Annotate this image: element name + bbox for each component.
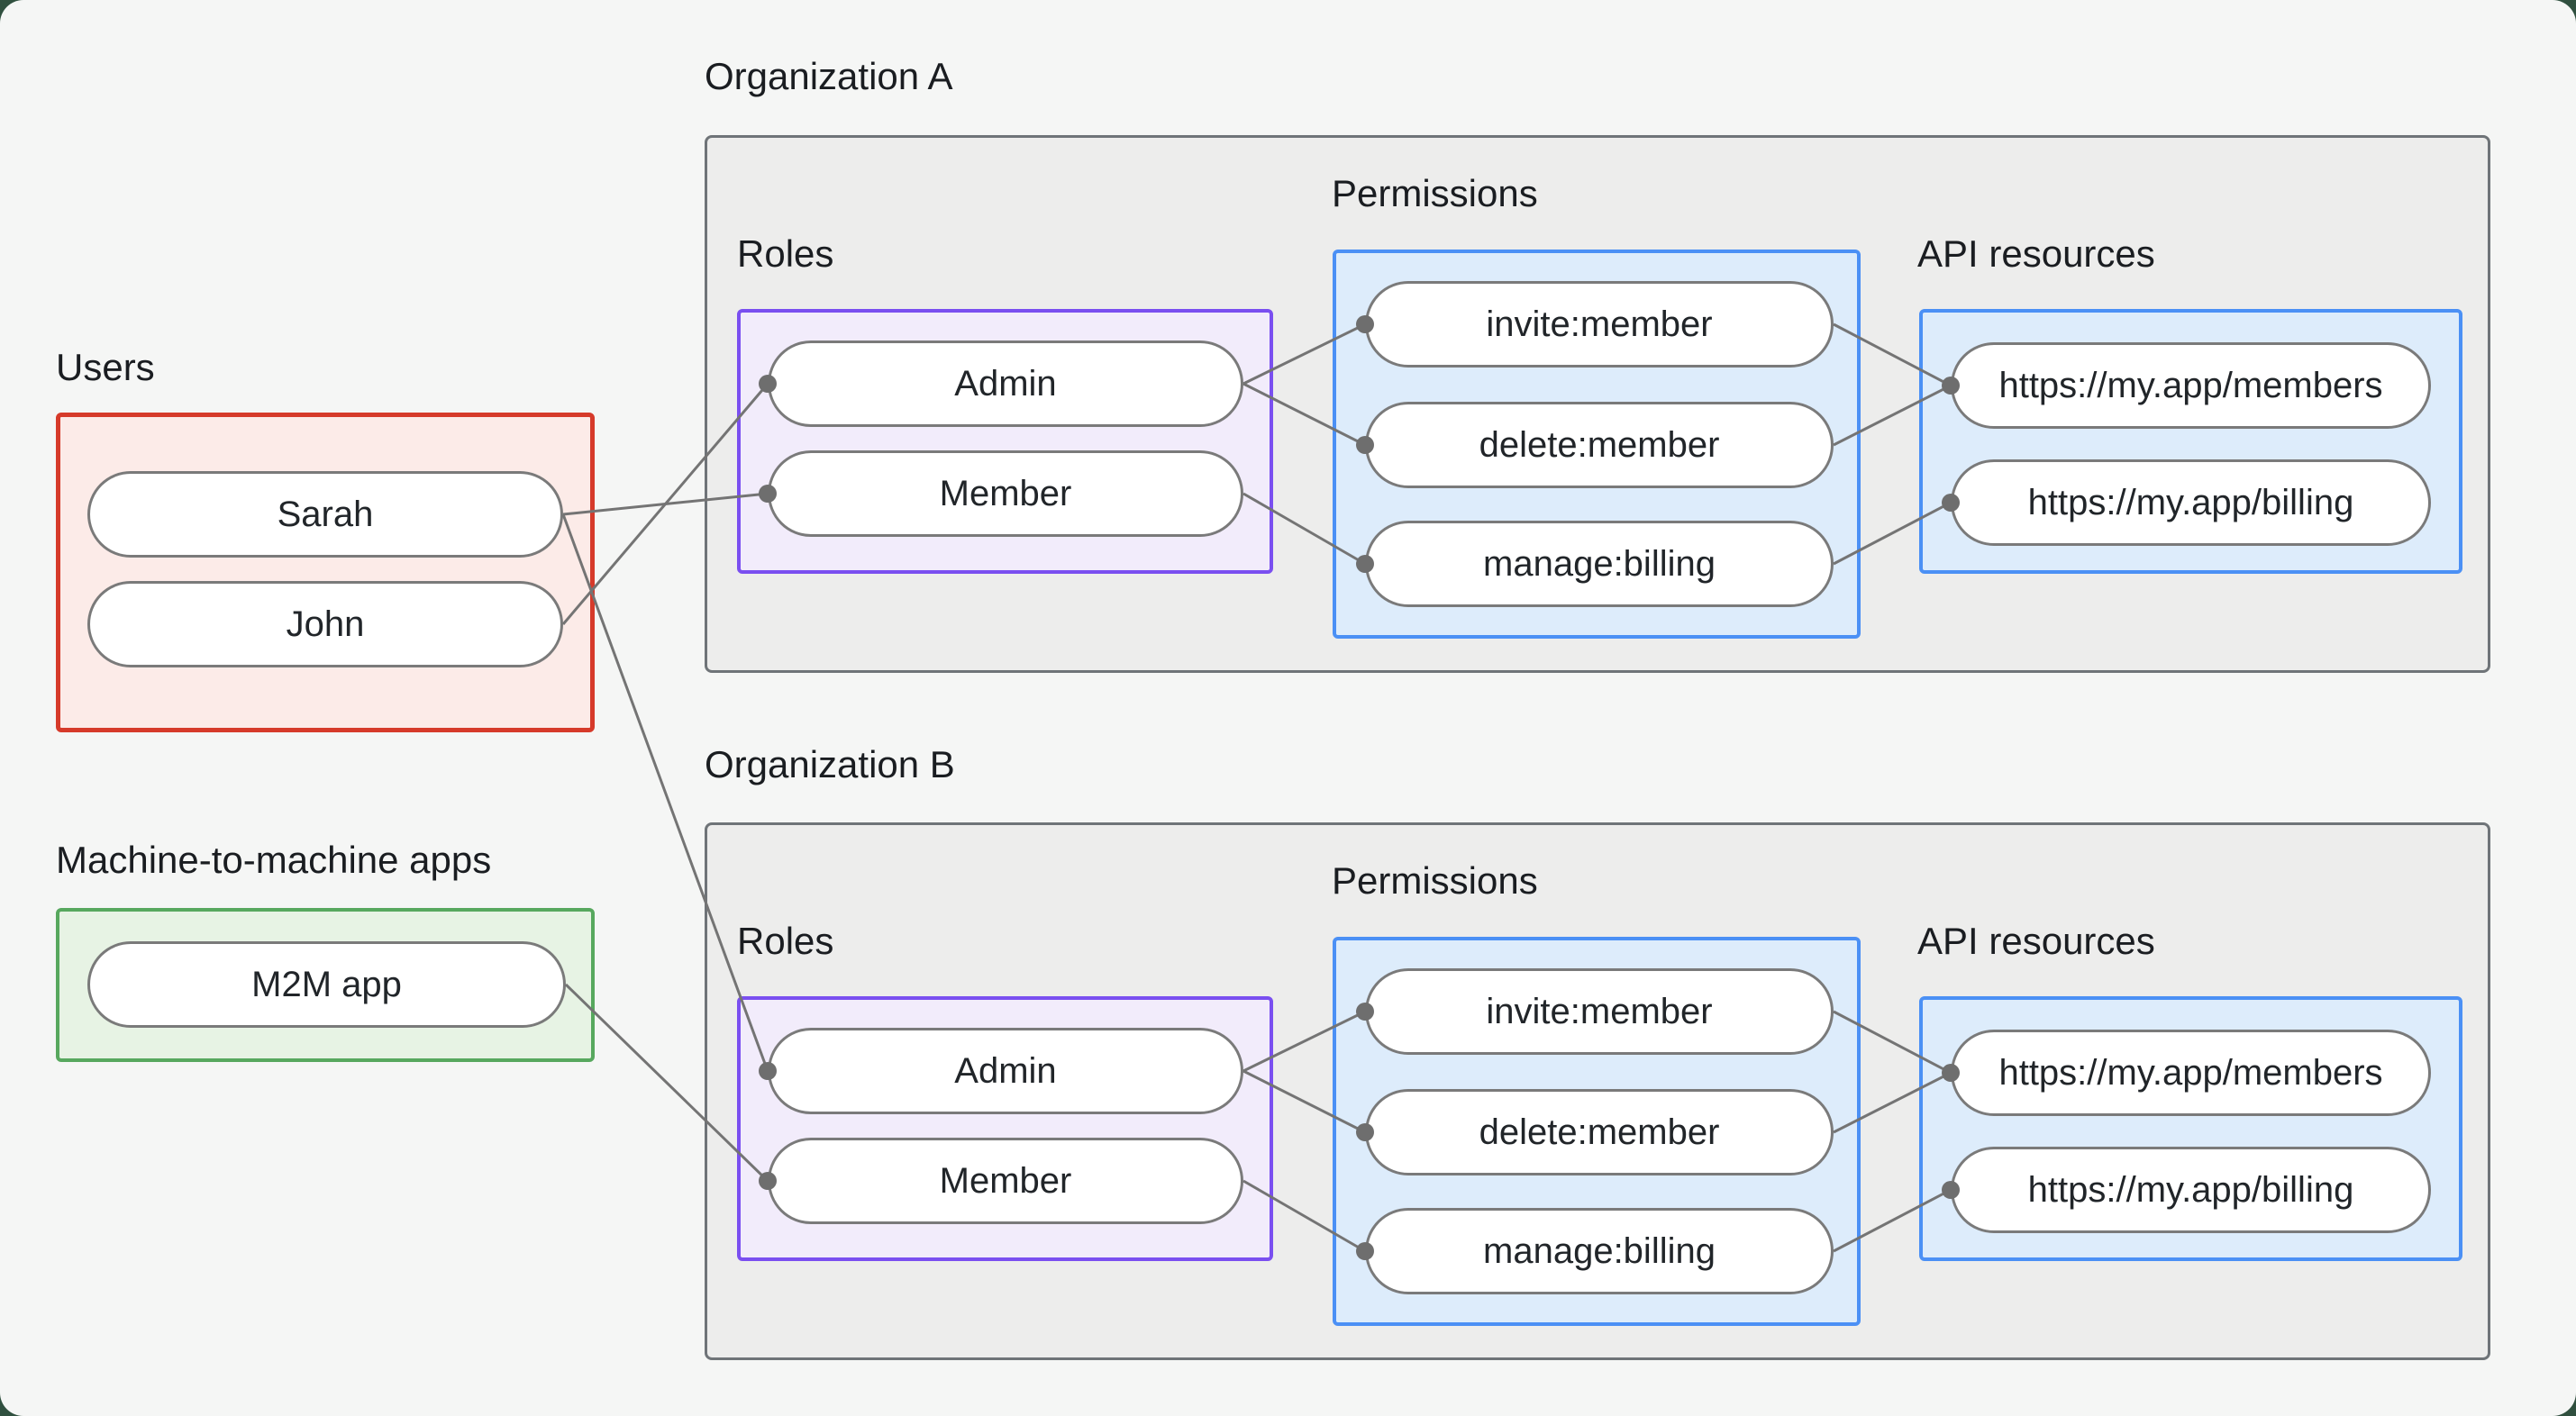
permissions-box-a: invite:member delete:member manage:billi… — [1333, 250, 1861, 639]
permission-pill-manage-billing-b: manage:billing — [1365, 1208, 1834, 1294]
permission-pill-delete-member-a: delete:member — [1365, 402, 1834, 488]
organization-b-title: Organization B — [705, 743, 955, 785]
m2m-app-pill: M2M app — [87, 941, 566, 1028]
api-resources-box-a: https://my.app/members https://my.app/bi… — [1919, 309, 2462, 574]
user-pill-john: John — [87, 581, 563, 667]
permission-pill-manage-billing-a: manage:billing — [1365, 521, 1834, 607]
permissions-label-b: Permissions — [1332, 859, 1538, 902]
users-box: Sarah John — [56, 413, 595, 732]
api-resources-label-a: API resources — [1917, 232, 2155, 275]
api-pill-members-b: https://my.app/members — [1951, 1030, 2431, 1116]
role-pill-member-b: Member — [768, 1138, 1243, 1224]
organization-b-box: Roles Permissions API resources Admin Me… — [705, 822, 2490, 1360]
api-resources-label-b: API resources — [1917, 920, 2155, 962]
permissions-label-a: Permissions — [1332, 172, 1538, 214]
api-resources-box-b: https://my.app/members https://my.app/bi… — [1919, 996, 2462, 1261]
m2m-box: M2M app — [56, 908, 595, 1062]
role-pill-admin-b: Admin — [768, 1028, 1243, 1114]
users-section-label: Users — [56, 346, 155, 388]
user-pill-sarah: Sarah — [87, 471, 563, 558]
permission-pill-invite-member-b: invite:member — [1365, 968, 1834, 1055]
organization-a-title: Organization A — [705, 55, 953, 97]
role-pill-member-a: Member — [768, 450, 1243, 537]
permission-pill-delete-member-b: delete:member — [1365, 1089, 1834, 1175]
roles-box-b: Admin Member — [737, 996, 1273, 1261]
role-pill-admin-a: Admin — [768, 340, 1243, 427]
permission-pill-invite-member-a: invite:member — [1365, 281, 1834, 368]
roles-label-b: Roles — [737, 920, 834, 962]
m2m-section-label: Machine-to-machine apps — [56, 839, 492, 881]
api-pill-billing-b: https://my.app/billing — [1951, 1147, 2431, 1233]
organization-a-box: Roles Permissions API resources Admin Me… — [705, 135, 2490, 673]
roles-box-a: Admin Member — [737, 309, 1273, 574]
api-pill-members-a: https://my.app/members — [1951, 342, 2431, 429]
permissions-box-b: invite:member delete:member manage:billi… — [1333, 937, 1861, 1326]
api-pill-billing-a: https://my.app/billing — [1951, 459, 2431, 546]
roles-label-a: Roles — [737, 232, 834, 275]
